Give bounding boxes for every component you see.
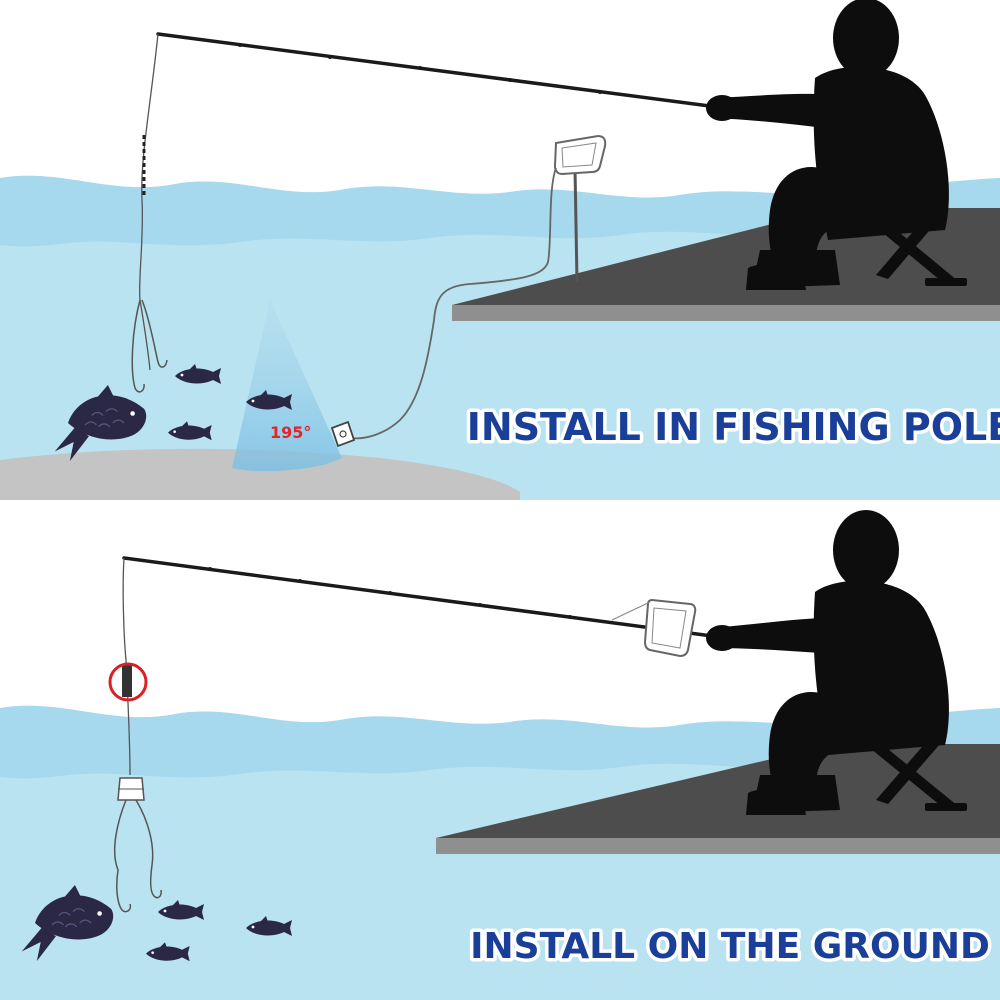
scene-bottom: INSTALL ON THE GROUND [0, 500, 1000, 1000]
fishing-rod [156, 32, 727, 110]
sonar-beam [232, 300, 342, 472]
highlight-ring-icon [108, 662, 148, 702]
sonar-transducer-icon [330, 420, 356, 448]
dock-edge [436, 838, 1000, 854]
fishing-rod [122, 556, 714, 638]
rod-guides [238, 43, 602, 94]
fish-finder-monitor [553, 134, 607, 283]
sonar-transducer-icon [117, 777, 145, 801]
fish-finder-monitor [611, 598, 697, 658]
dock-edge [452, 305, 1000, 321]
fishing-line [122, 557, 131, 776]
dock-top [436, 744, 1000, 838]
float [122, 665, 132, 697]
caption-install-in-fishing-pole: INSTALL IN FISHING POLE [467, 405, 1000, 449]
hook-left [113, 799, 132, 913]
transducer-cable [349, 167, 557, 440]
panel-install-on-the-ground: INSTALL ON THE GROUND [0, 500, 1000, 1000]
caption-install-on-the-ground: INSTALL ON THE GROUND [470, 926, 990, 967]
hook-left [131, 299, 145, 393]
fisherman-silhouette [706, 0, 967, 290]
water-wave-band [0, 705, 1000, 779]
hook-right [135, 799, 162, 899]
fishing-line [138, 33, 159, 371]
fisherman-silhouette [706, 510, 967, 815]
riverbed [0, 448, 520, 500]
water-wave-band [0, 175, 1000, 247]
panel-install-in-fishing-pole: 195° INSTALL IN FISHIN [0, 0, 1000, 500]
hook-right [141, 299, 168, 368]
rod-guides [208, 567, 572, 619]
scene-top: 195° INSTALL IN FISHIN [0, 0, 1000, 500]
beam-angle-label: 195° [270, 423, 311, 442]
